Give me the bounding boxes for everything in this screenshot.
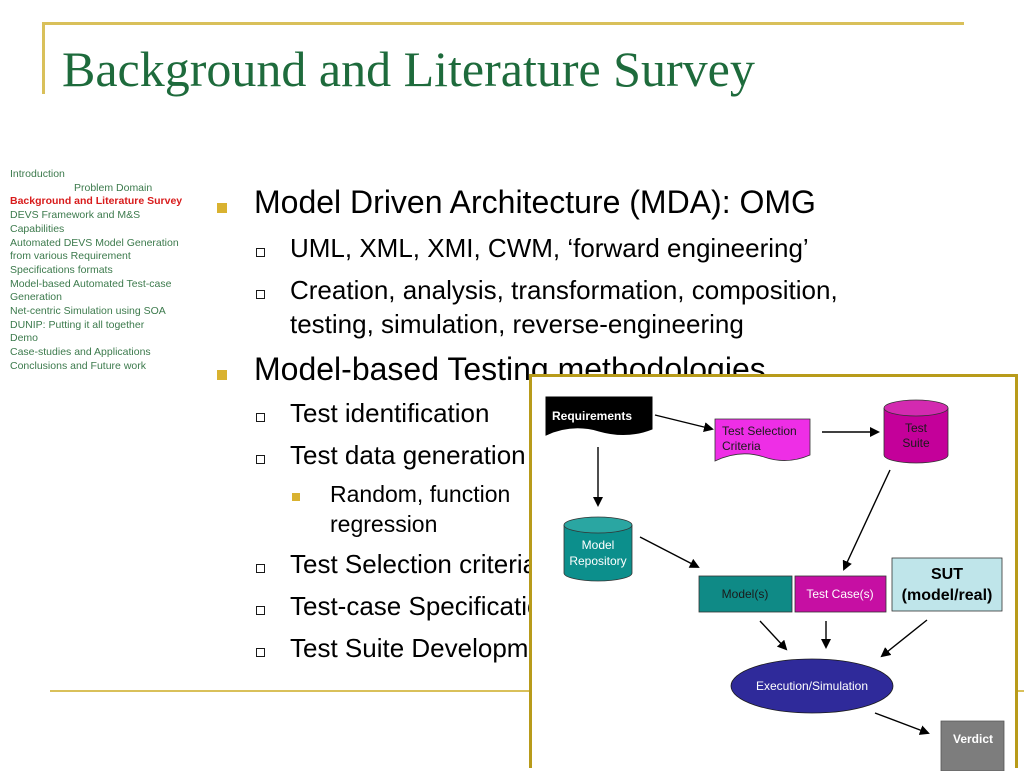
bullet-hollow-square-icon	[256, 248, 265, 257]
sub-bullet-test-case-spec: Test-case Specification	[290, 591, 556, 621]
bullet-hollow-square-icon	[256, 455, 265, 464]
execution-simulation-ellipse	[730, 658, 894, 714]
bullet-hollow-square-icon	[256, 606, 265, 615]
sub-bullet-test-identification: Test identification	[290, 398, 490, 428]
sub-bullet-test-data: Test data generation	[290, 440, 526, 470]
bullet-square-icon	[292, 493, 300, 501]
models-label: Model(s)	[722, 587, 769, 601]
models-box	[698, 575, 793, 613]
test-selection-label-2: Criteria	[722, 439, 761, 453]
arrow-requirements-to-selection	[654, 414, 714, 432]
test-cases-box	[794, 575, 887, 613]
nav-item-net-centric[interactable]: Net-centric Simulation using SOA	[10, 305, 166, 318]
model-repository-shape	[563, 525, 633, 582]
nav-item-automated-devs[interactable]: Automated DEVS Model Generation	[10, 236, 179, 249]
nav-item-case-studies[interactable]: Case-studies and Applications	[10, 346, 151, 359]
section-navigation: Introduction Problem Domain Background a…	[10, 168, 182, 374]
nav-item-model-based-testing-cont[interactable]: Generation	[10, 291, 62, 304]
sut-box	[891, 557, 1003, 612]
test-selection-label-1: Test Selection	[722, 424, 797, 438]
bullet-square-icon	[217, 203, 227, 213]
model-repository-label-2: Repository	[569, 554, 626, 568]
verdict-shape	[940, 720, 1005, 771]
nav-item-devs-framework[interactable]: DEVS Framework and M&S	[10, 209, 141, 222]
arrow-sut-to-execution	[880, 619, 928, 658]
arrow-execution-to-verdict	[874, 712, 930, 735]
nav-item-demo[interactable]: Demo	[10, 332, 39, 345]
bullet-square-icon	[217, 370, 227, 380]
sub-bullet-uml: UML, XML, XMI, CWM, ‘forward engineering…	[290, 233, 809, 263]
sub-sub-bullet-random-line2: regression	[330, 511, 438, 537]
test-suite-label-2: Suite	[902, 436, 930, 450]
title-frame-top-line	[42, 22, 964, 25]
nav-item-automated-devs-cont1[interactable]: from various Requirement	[10, 250, 131, 263]
test-selection-shape	[714, 418, 811, 462]
bullet-mda: Model Driven Architecture (MDA): OMG	[254, 184, 816, 220]
sub-bullet-test-suite-dev: Test Suite Development	[290, 633, 565, 663]
nav-item-background[interactable]: Background and Literature Survey	[10, 195, 183, 208]
slide-title: Background and Literature Survey	[62, 41, 755, 97]
execution-simulation-label: Execution/Simulation	[756, 679, 868, 693]
title-frame-left-line	[42, 22, 45, 94]
bullet-hollow-square-icon	[256, 648, 265, 657]
test-cases-label: Test Case(s)	[806, 587, 873, 601]
sub-bullet-creation-line1: Creation, analysis, transformation, comp…	[290, 275, 838, 305]
arrow-suite-to-testcases	[842, 469, 891, 571]
nav-item-model-based-testing[interactable]: Model-based Automated Test-case	[10, 277, 172, 290]
nav-item-dunip[interactable]: DUNIP: Putting it all together	[10, 318, 145, 331]
sub-bullet-creation-line2: testing, simulation, reverse-engineering	[290, 309, 744, 339]
sub-sub-bullet-random-line1: Random, function	[330, 481, 511, 507]
arrow-repository-to-models	[639, 536, 700, 568]
bullet-hollow-square-icon	[256, 564, 265, 573]
nav-item-conclusions[interactable]: Conclusions and Future work	[10, 359, 146, 372]
test-suite-shape	[883, 408, 949, 464]
mbt-process-diagram: Requirements Test Selection Criteria Tes…	[529, 374, 1018, 771]
nav-item-automated-devs-cont2[interactable]: Specifications formats	[10, 263, 113, 276]
requirements-shape	[545, 396, 653, 436]
nav-item-problem-domain[interactable]: Problem Domain	[74, 181, 153, 194]
sut-label-2: (model/real)	[902, 587, 993, 604]
sub-bullet-test-selection: Test Selection criteria	[290, 549, 538, 579]
bullet-hollow-square-icon	[256, 290, 265, 299]
nav-item-devs-framework-cont[interactable]: Capabilities	[10, 222, 65, 235]
nav-item-introduction[interactable]: Introduction	[10, 168, 65, 180]
arrow-models-to-execution	[759, 620, 788, 651]
verdict-label: Verdict	[953, 732, 993, 746]
sut-label-1: SUT	[931, 566, 963, 583]
bullet-hollow-square-icon	[256, 413, 265, 422]
test-suite-label-1: Test	[905, 421, 928, 435]
requirements-label: Requirements	[552, 409, 632, 423]
model-repository-label-1: Model	[582, 538, 615, 552]
